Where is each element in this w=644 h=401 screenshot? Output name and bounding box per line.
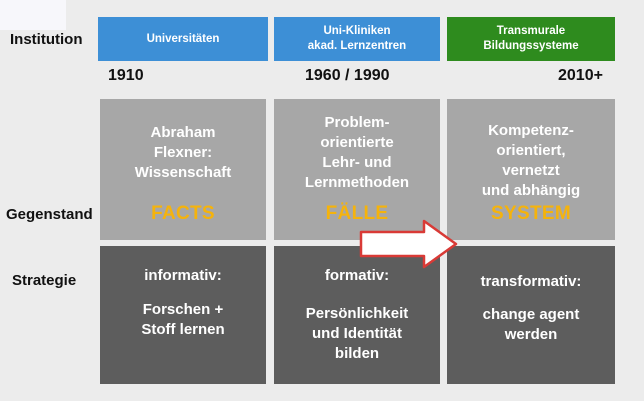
strategie-text: Forschen + Stoff lernen: [141, 301, 225, 338]
strategie-text: Persönlichkeit und Identität bilden: [305, 305, 409, 362]
institution-box-universities: Universitäten: [98, 17, 268, 61]
strategie-title: transformativ:: [480, 273, 582, 290]
institution-label: Universitäten: [146, 32, 220, 45]
institution-label: Uni-Kliniken akad. Lernzentren: [307, 25, 407, 52]
institution-label: Transmurale Bildungssysteme: [483, 25, 579, 52]
strategie-cell-1910: informativ: Forschen + Stoff lernen: [100, 246, 266, 384]
institution-box-transmural: Transmurale Bildungssysteme: [447, 17, 615, 61]
gegenstand-text: Kompetenz- orientiert, vernetzt und abhä…: [481, 122, 581, 199]
strategie-text: change agent werden: [482, 306, 580, 343]
gegenstand-keyword: FACTS: [151, 203, 215, 224]
strategie-title: informativ:: [144, 267, 222, 284]
gegenstand-keyword: FÄLLE: [325, 203, 389, 224]
row-label-institution: Institution: [10, 31, 83, 48]
strategie-title: formativ:: [324, 267, 390, 284]
row-label-gegenstand: Gegenstand: [6, 206, 93, 223]
gegenstand-keyword: SYSTEM: [491, 203, 571, 224]
corner-panel: [0, 0, 66, 30]
strategie-cell-1960: formativ: Persönlichkeit und Identität b…: [274, 246, 440, 384]
year-label: 1960 / 1990: [305, 67, 390, 84]
gegenstand-text: Problem- orientierte Lehr- und Lernmetho…: [304, 114, 410, 191]
institution-box-clinics: Uni-Kliniken akad. Lernzentren: [274, 17, 440, 61]
gegenstand-cell-1960: Problem- orientierte Lehr- und Lernmetho…: [274, 99, 440, 240]
gegenstand-cell-2010: Kompetenz- orientiert, vernetzt und abhä…: [447, 99, 615, 240]
strategie-cell-2010: transformativ: change agent werden: [447, 246, 615, 384]
year-label: 1910: [108, 67, 144, 84]
row-label-strategie: Strategie: [12, 272, 77, 289]
transition-arrow-icon: [359, 219, 458, 269]
year-label: 2010+: [558, 67, 603, 84]
gegenstand-cell-1910: Abraham Flexner: Wissenschaft FACTS: [100, 99, 266, 240]
gegenstand-text: Abraham Flexner: Wissenschaft: [134, 124, 232, 181]
